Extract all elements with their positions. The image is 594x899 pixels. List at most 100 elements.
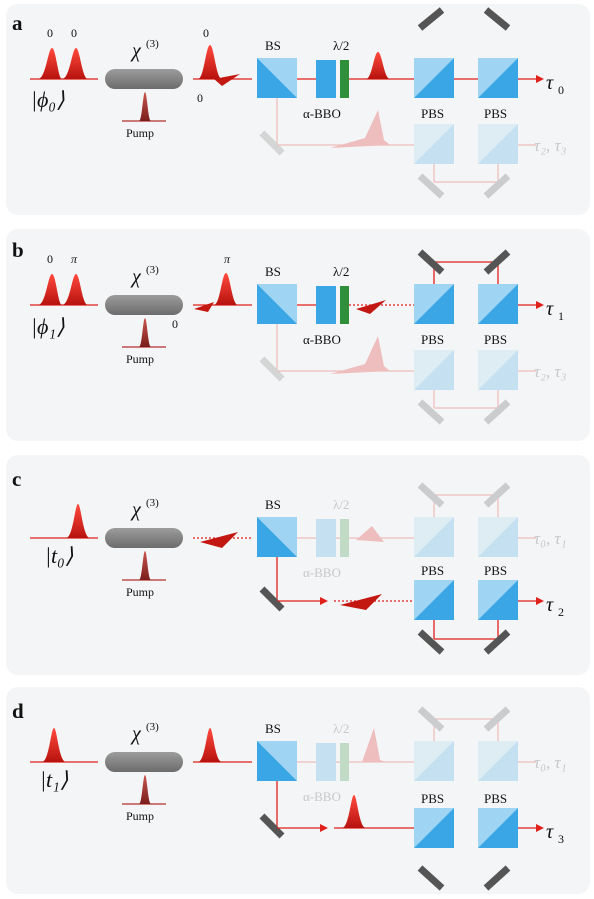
phase-label-1: 0: [47, 252, 53, 266]
pump-pulse: [139, 318, 151, 347]
panel-a-background: [6, 4, 590, 215]
pulse-lower: [342, 795, 366, 828]
beam-splitter: [257, 517, 297, 557]
mirror-bottom-left: [417, 629, 445, 655]
bbo-label: α-BBO: [303, 332, 341, 347]
output-tau-sub: 1: [558, 309, 564, 323]
chi3-crystal: [105, 528, 183, 548]
pbs-label-1: PBS: [421, 332, 444, 347]
pbs-2: [478, 580, 518, 620]
input-pulse: [42, 728, 66, 762]
bs-label: BS: [265, 38, 281, 53]
output-tau-sub: 2: [558, 605, 564, 619]
out-phase-top: 0: [203, 26, 209, 40]
output-tau: τ: [546, 594, 554, 616]
pulse-after-plate: [366, 52, 390, 79]
phase-label-1: 0: [47, 26, 53, 40]
mirror-lower: [259, 813, 285, 839]
alpha-bbo: [316, 286, 336, 324]
chi-symbol: χ: [130, 40, 142, 62]
bbo-label: α-BBO: [303, 789, 341, 804]
pulse-after-plate: [356, 300, 386, 314]
pulse-2: [62, 48, 88, 79]
half-wave-label: λ/2: [333, 497, 349, 512]
phase-label-2: π: [71, 252, 78, 266]
phase-label-2: 0: [71, 26, 77, 40]
pbs-label-2: PBS: [484, 563, 507, 578]
panel-c: c |t₀⟩ χ (3) Pump BS: [6, 455, 590, 675]
chi-superscript: (3): [146, 38, 159, 50]
out-phase-top: π: [224, 252, 231, 266]
chi-symbol: χ: [130, 723, 142, 745]
faint-path: [259, 98, 536, 199]
bbo-label: α-BBO: [303, 565, 341, 580]
half-wave-plate: [340, 286, 349, 324]
output-chirp: [214, 74, 240, 86]
panel-a: a 0 0 |ϕ₀⟩ χ (3) Pump 0 0 BS λ/2: [6, 4, 590, 215]
chi-superscript: (3): [146, 497, 159, 509]
pbs-label-2: PBS: [484, 106, 507, 121]
output-pulse: [198, 45, 222, 79]
out-phase-left: 0: [197, 91, 203, 105]
output-faint-label: τ₂, τ₃: [534, 136, 567, 155]
input-pulse: [66, 504, 90, 538]
bs-label: BS: [265, 497, 281, 512]
panel-c-letter: c: [12, 467, 21, 491]
pbs-label-1: PBS: [421, 106, 444, 121]
input-pulses: [30, 274, 98, 306]
pump-pulse: [139, 551, 151, 580]
mirror-top-right: [483, 249, 511, 275]
panel-b-letter: b: [12, 238, 24, 262]
input-pulses: [30, 48, 98, 80]
pump-pulse: [139, 92, 151, 121]
chi-superscript: (3): [146, 721, 159, 733]
beam-splitter: [257, 58, 297, 98]
pump-label: Pump: [126, 585, 154, 599]
panel-d: d |t₁⟩ χ (3) Pump BS: [6, 687, 590, 894]
out-phase-left: 0: [172, 317, 178, 331]
pbs-label-2: PBS: [484, 332, 507, 347]
mirror-bottom-right: [483, 629, 511, 655]
pbs-1: [414, 58, 454, 98]
bbo-label: α-BBO: [303, 106, 341, 121]
beam-splitter: [257, 284, 297, 324]
pbs-label-2: PBS: [484, 791, 507, 806]
pump-pulse: [139, 775, 151, 804]
alpha-bbo: [316, 60, 336, 98]
mirror-bottom-right: [483, 865, 511, 891]
output-faint-label: τ₀, τ₁: [534, 529, 567, 548]
output-chirp: [200, 532, 238, 548]
chi-superscript: (3): [146, 264, 159, 276]
half-wave-label: λ/2: [333, 264, 349, 279]
mirror-top-right: [483, 7, 511, 31]
faint-path: [297, 706, 536, 781]
pbs-2: [478, 58, 518, 98]
panel-b: b 0 π |ϕ₁⟩ χ (3) Pump π 0 BS λ/2 α-BBO: [6, 229, 590, 441]
output-pulse: [198, 728, 222, 762]
output-tau: τ: [546, 72, 554, 94]
pbs-label-1: PBS: [421, 563, 444, 578]
output-tau: τ: [546, 821, 554, 843]
state-label: |t₁⟩: [40, 767, 69, 792]
state-label: |ϕ₁⟩: [31, 314, 65, 339]
mirror-top-left: [417, 249, 445, 275]
state-label: |t₀⟩: [45, 543, 74, 568]
pulse-1: [38, 48, 62, 79]
beam-splitter: [257, 741, 297, 781]
chi3-crystal: [105, 752, 183, 772]
output-pulse: [214, 273, 238, 305]
pbs-2: [478, 284, 518, 324]
chi3-crystal: [105, 295, 183, 315]
pbs-1: [414, 580, 454, 620]
output-faint-label: τ₂, τ₃: [534, 362, 567, 381]
chi-symbol: χ: [130, 499, 142, 521]
output-tau: τ: [546, 298, 554, 320]
faint-path: [297, 482, 536, 557]
panel-d-letter: d: [12, 699, 24, 723]
faint-path: [259, 324, 536, 425]
pbs-2: [478, 808, 518, 848]
pump-label: Pump: [126, 809, 154, 823]
panel-a-letter: a: [12, 11, 23, 35]
chi-symbol: χ: [130, 266, 142, 288]
